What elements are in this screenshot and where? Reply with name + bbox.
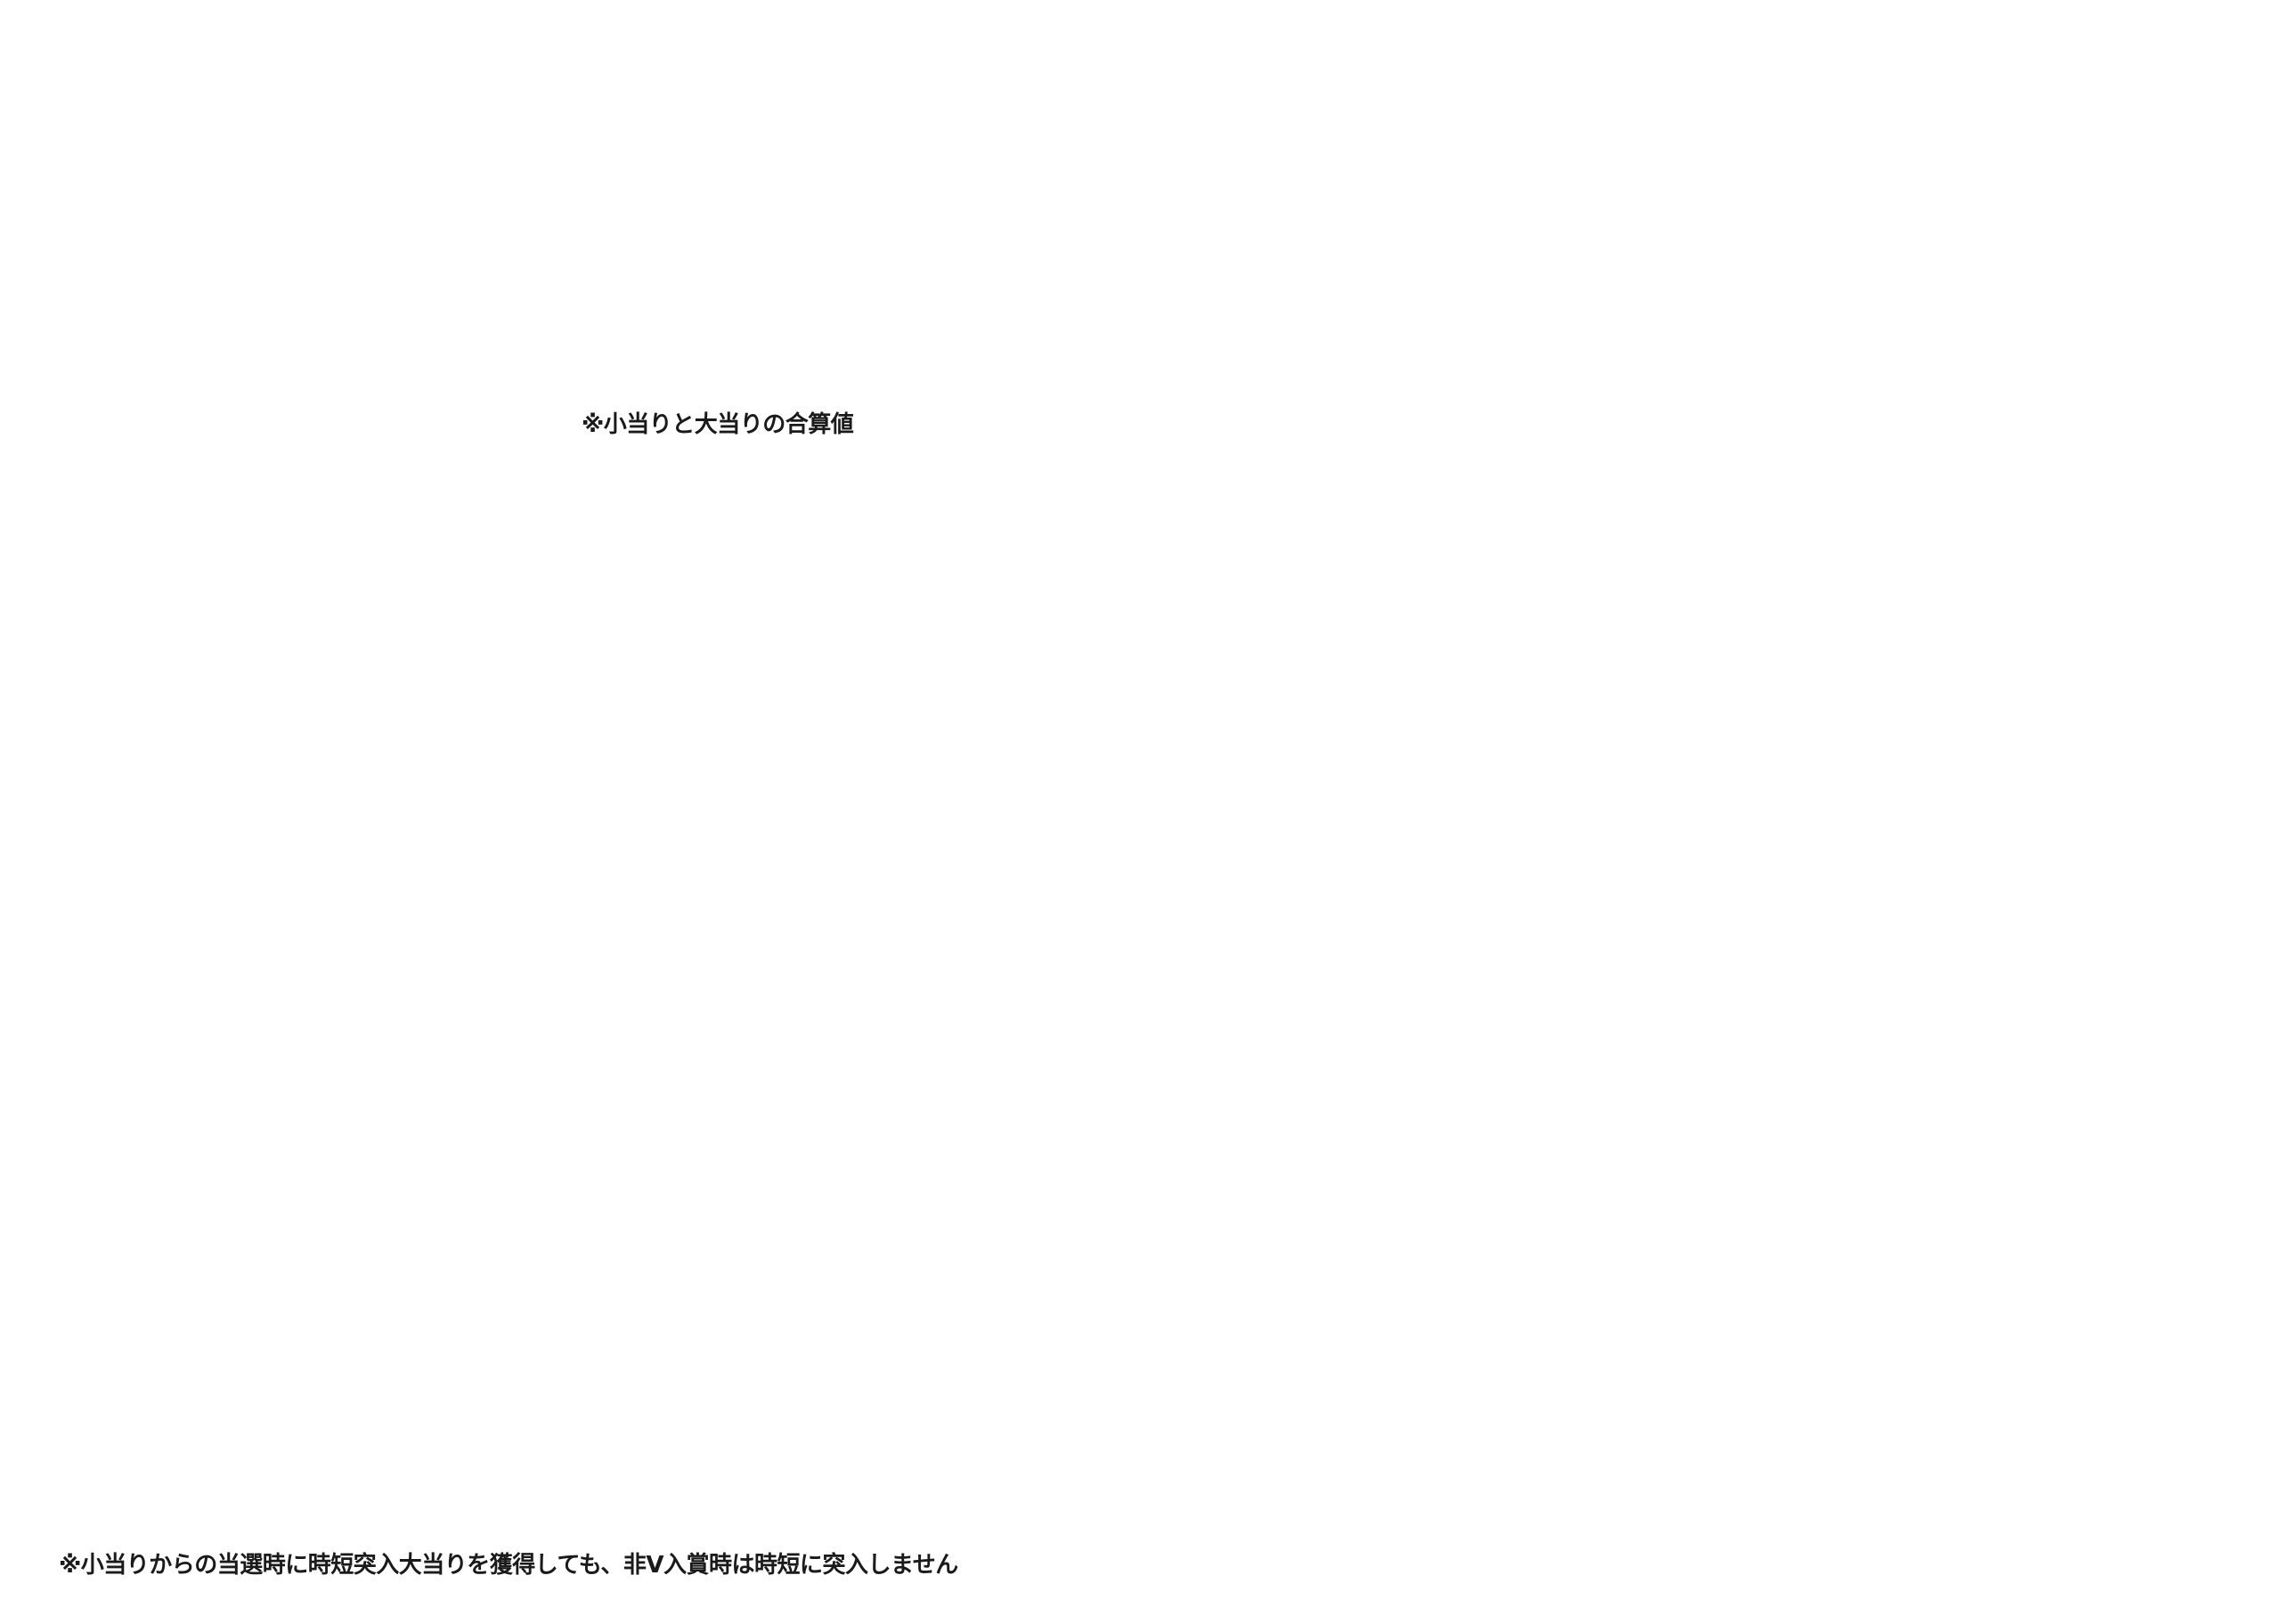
- combined-value-footnote: ※小当りと大当りの合算値: [582, 411, 854, 438]
- jitan-disclaimer-footnote: ※小当りからの当選時に時短突入大当りを獲得しても、非V入賞時は時短に突入しません: [59, 1552, 958, 1579]
